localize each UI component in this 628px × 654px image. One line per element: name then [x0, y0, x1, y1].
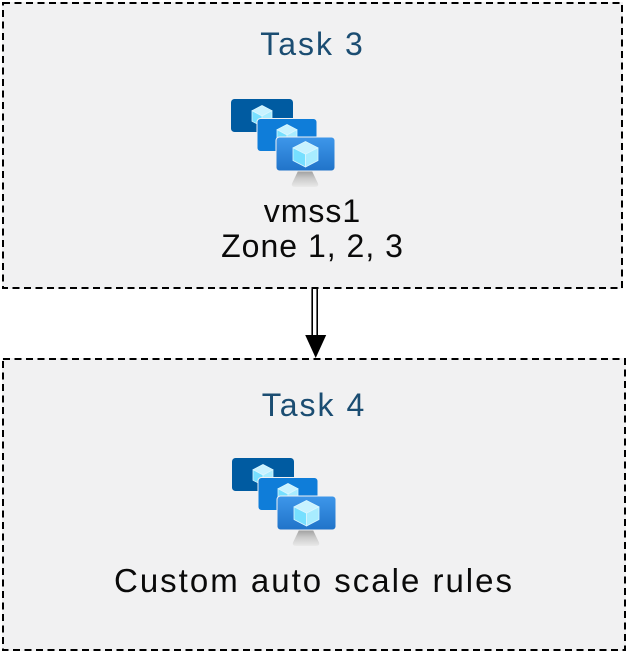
autoscale-caption-label: Custom auto scale rules [114, 562, 514, 599]
task4-box: Task 4 Custom auto scale rules [2, 358, 626, 651]
task3-box: Task 3 vmss1 Zone 1, 2, 3 [2, 2, 623, 289]
vm-scale-sets-icon [232, 458, 336, 547]
task4-title: Task 4 [261, 387, 367, 423]
arrow-down-icon [305, 289, 327, 358]
vmss-name-label: vmss1 [263, 193, 362, 229]
zone-label: Zone 1, 2, 3 [221, 228, 404, 264]
task3-title: Task 3 [260, 26, 365, 62]
vm-scale-sets-icon [231, 99, 335, 188]
